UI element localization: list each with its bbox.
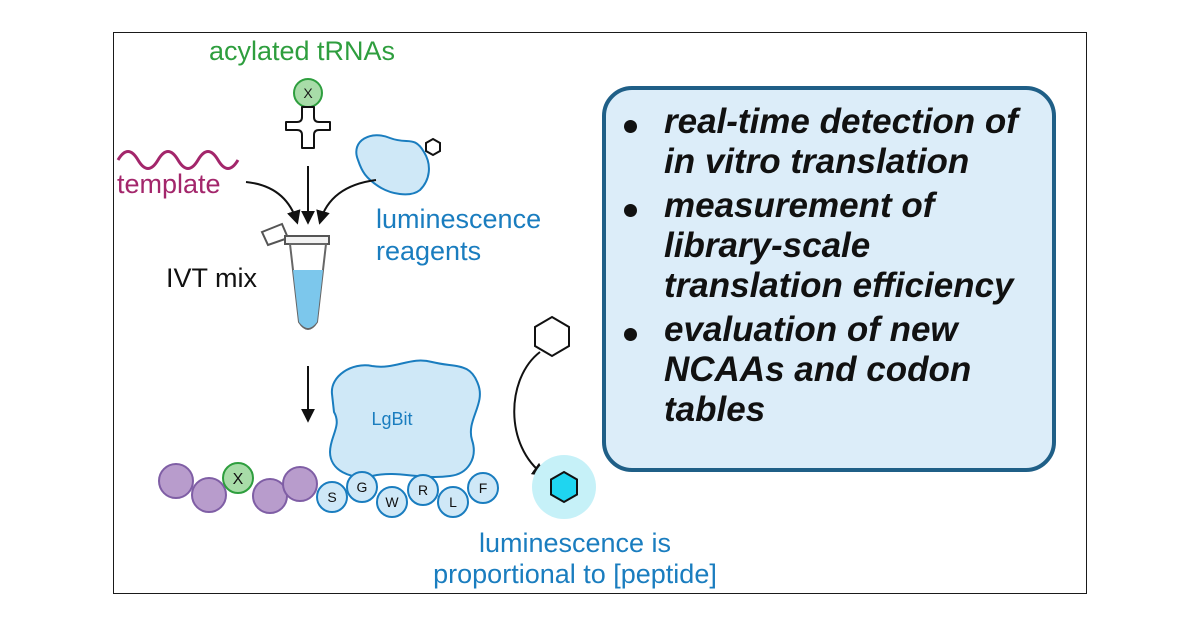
ivt-mix-label: IVT mix — [166, 263, 258, 293]
reagent-arrow — [316, 179, 377, 225]
tag-residue — [346, 471, 378, 503]
tag-residue — [467, 472, 499, 504]
result-label-line1: luminescence is — [479, 528, 671, 558]
trna-icon: X — [285, 78, 331, 149]
trna-amino-acid-label: X — [303, 85, 313, 101]
acylated-trnas-label: acylated tRNAs — [209, 36, 395, 66]
figure-frame — [113, 32, 1087, 594]
result-label-line2: proportional to [peptide] — [433, 559, 717, 589]
tag-residue-label: W — [385, 494, 399, 510]
furimazine-hexagon-small — [425, 137, 441, 157]
tag-residue-label: S — [327, 489, 336, 505]
peptide-residue — [252, 478, 288, 514]
luminescence-reagents-label-line2: reagents — [376, 236, 481, 266]
tag-residue-label: G — [357, 479, 368, 495]
lgbit-label: LgBit — [371, 409, 412, 429]
luminescence-arrow — [513, 351, 547, 477]
tag-residue-label: F — [479, 480, 488, 496]
tag-residue — [376, 486, 408, 518]
furimazine-hexagon — [534, 315, 570, 358]
summary-item-text: measurement of library-scale translation… — [664, 186, 1014, 305]
luminescence-glow-icon — [532, 455, 596, 519]
summary-box: real-time detection of in vitro translat… — [602, 86, 1056, 472]
template-arrow — [245, 181, 301, 225]
tag-residue — [316, 481, 348, 513]
tag-residue — [407, 474, 439, 506]
peptide-residue — [158, 463, 194, 499]
bullet-dot — [624, 328, 637, 341]
peptide-residue — [191, 477, 227, 513]
peptide-residue-ncaa — [222, 462, 254, 494]
bullet-dot — [624, 204, 637, 217]
summary-item-text: evaluation of new NCAAs and codon tables — [664, 310, 972, 429]
peptide-ncaa-label: X — [233, 471, 244, 488]
ivt-tube-icon — [260, 222, 330, 330]
luminescence-reagents-label-line1: luminescence — [376, 204, 541, 234]
template-mrna-wave — [116, 150, 240, 170]
summary-item: real-time detection of in vitro translat… — [620, 102, 1036, 182]
template-label: template — [117, 169, 221, 199]
tag-residue — [437, 486, 469, 518]
peptide-residue — [282, 466, 318, 502]
lgbit-protein — [328, 359, 481, 478]
summary-item-text: real-time detection of in vitro translat… — [664, 102, 1018, 181]
summary-list: real-time detection of in vitro translat… — [620, 102, 1036, 430]
peptide-chain: X — [158, 462, 318, 514]
summary-item: measurement of library-scale translation… — [620, 186, 1036, 306]
bullet-dot — [624, 120, 637, 133]
tag-residue-label: R — [418, 482, 428, 498]
luminescence-reagent-blob — [355, 134, 430, 196]
summary-item: evaluation of new NCAAs and codon tables — [620, 310, 1036, 430]
tag-residue-label: L — [449, 494, 457, 510]
